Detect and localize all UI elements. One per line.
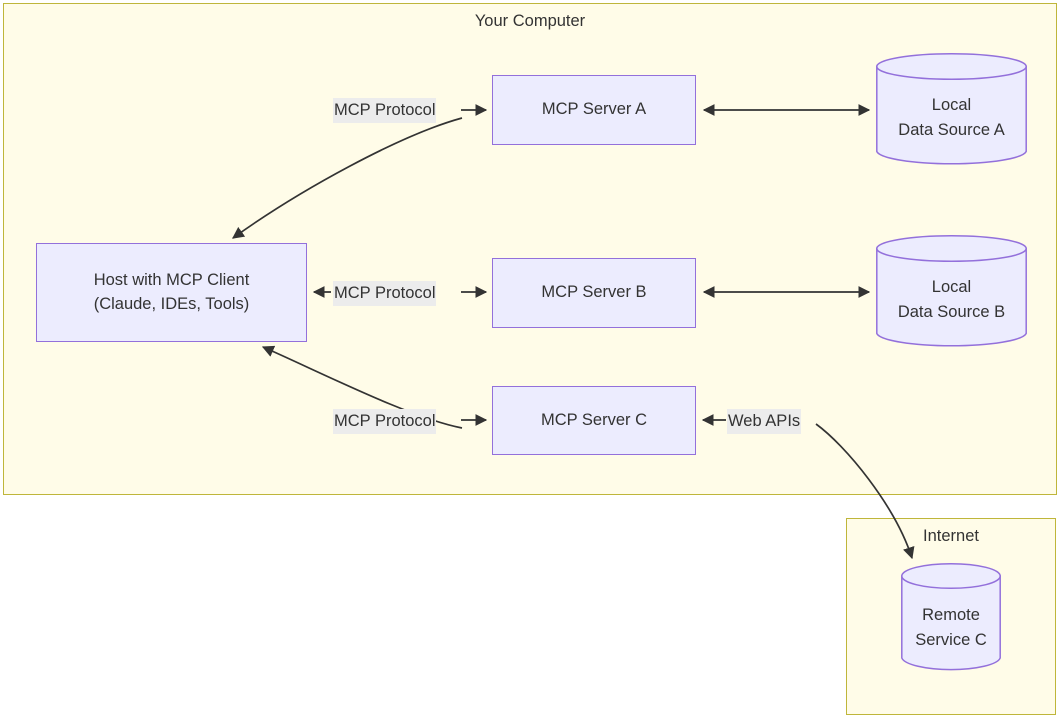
edge-label-mcp-protocol-a: MCP Protocol bbox=[333, 98, 437, 124]
node-local-data-source-a[interactable]: Local Data Source A bbox=[876, 52, 1027, 165]
group-internet-label: Internet bbox=[923, 527, 979, 545]
node-host-line1: Host with MCP Client bbox=[93, 270, 250, 289]
edge-label-mcp-protocol-c: MCP Protocol bbox=[333, 409, 437, 435]
node-mcp-server-b-label: MCP Server B bbox=[541, 283, 647, 302]
group-your-computer-label: Your Computer bbox=[474, 12, 586, 30]
node-remote-service-c[interactable]: Remote Service C bbox=[901, 562, 1001, 671]
cylinder-shape-b bbox=[876, 234, 1027, 347]
node-mcp-server-c-label: MCP Server C bbox=[540, 410, 648, 429]
edge-label-web-apis: Web APIs bbox=[727, 409, 802, 435]
edge-label-mcp-protocol-b: MCP Protocol bbox=[333, 281, 437, 307]
node-mcp-server-a-label: MCP Server A bbox=[541, 100, 647, 119]
node-mcp-server-a[interactable]: MCP Server A bbox=[492, 75, 696, 145]
node-host-line2: (Claude, IDEs, Tools) bbox=[93, 294, 250, 313]
node-local-data-source-b[interactable]: Local Data Source B bbox=[876, 234, 1027, 347]
node-host-with-mcp-client[interactable]: Host with MCP Client (Claude, IDEs, Tool… bbox=[36, 243, 307, 342]
node-mcp-server-c[interactable]: MCP Server C bbox=[492, 386, 696, 455]
cylinder-shape-a bbox=[876, 52, 1027, 165]
cylinder-shape-c bbox=[901, 562, 1001, 671]
node-mcp-server-b[interactable]: MCP Server B bbox=[492, 258, 696, 328]
